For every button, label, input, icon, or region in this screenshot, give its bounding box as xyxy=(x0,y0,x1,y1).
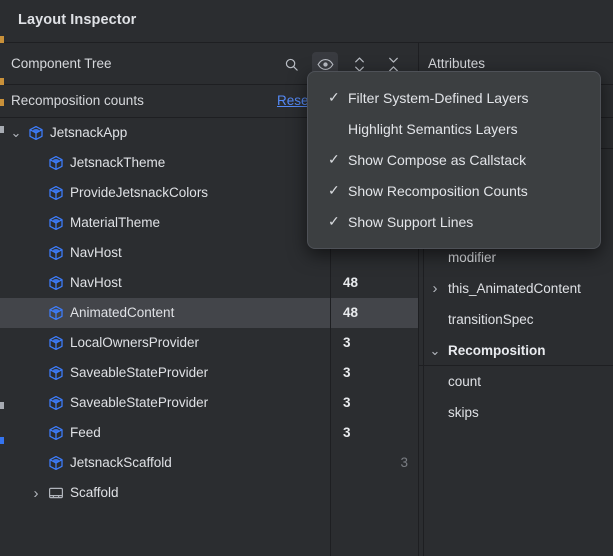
recomposition-count: 3 xyxy=(343,365,351,380)
attribute-row[interactable]: skips xyxy=(419,397,613,428)
menu-item-label: Show Compose as Callstack xyxy=(348,151,527,168)
compose-node-icon xyxy=(48,448,64,478)
reset-link[interactable]: Reset xyxy=(277,93,313,108)
main-panel-divider[interactable] xyxy=(418,118,419,556)
menu-item[interactable]: ✓ Show Support Lines xyxy=(308,206,600,237)
tree-row-label: NavHost xyxy=(70,245,122,260)
compose-node-icon xyxy=(48,298,64,328)
tree-row-label: JetsnackScaffold xyxy=(70,455,172,470)
attribute-row[interactable]: › this_AnimatedContent xyxy=(419,273,613,304)
gutter-marker xyxy=(0,36,4,43)
menu-item-label: Highlight Semantics Layers xyxy=(348,120,518,137)
check-icon: ✓ xyxy=(328,213,340,229)
attributes-indent-rule xyxy=(423,118,424,556)
tree-row[interactable]: Feed 3 xyxy=(0,418,418,448)
tree-row-label: Scaffold xyxy=(70,485,119,500)
compose-node-icon xyxy=(48,148,64,178)
recomposition-counts-label: Recomposition counts xyxy=(11,93,144,108)
check-icon: ✓ xyxy=(328,151,340,167)
tree-row-label: JetsnackApp xyxy=(50,125,128,140)
menu-item[interactable]: ✓ Show Compose as Callstack xyxy=(308,144,600,175)
tree-row[interactable]: SaveableStateProvider 3 xyxy=(0,358,418,388)
recomposition-count: 3 xyxy=(343,335,351,350)
gutter-marker xyxy=(0,126,4,133)
collapse-all-icon[interactable] xyxy=(380,52,406,76)
chevron-down-icon[interactable]: ⌄ xyxy=(10,125,22,140)
gutter-marker xyxy=(0,99,4,106)
tree-row-label: NavHost xyxy=(70,275,122,290)
page-title: Layout Inspector xyxy=(18,12,137,28)
tree-row[interactable]: ProvideJetsnackColors xyxy=(0,178,418,208)
header-divider xyxy=(418,43,419,85)
search-icon[interactable] xyxy=(278,52,304,76)
menu-item[interactable]: ✓ Show Recomposition Counts xyxy=(308,175,600,206)
attribute-label: count xyxy=(448,374,482,389)
chevron-right-icon[interactable]: › xyxy=(432,280,438,297)
menu-item-label: Show Recomposition Counts xyxy=(348,182,528,199)
tree-row-label: MaterialTheme xyxy=(70,215,161,230)
attribute-row[interactable]: modifier xyxy=(419,242,613,273)
gutter-marker xyxy=(0,437,4,444)
compose-node-icon xyxy=(48,418,64,448)
attributes-header: Attributes xyxy=(428,56,486,71)
tree-row-label: AnimatedContent xyxy=(70,305,175,320)
gutter-marker xyxy=(0,402,4,409)
menu-item[interactable]: Highlight Semantics Layers xyxy=(308,113,600,144)
recomposition-count: 3 xyxy=(400,455,408,470)
tree-row[interactable]: MaterialTheme xyxy=(0,208,418,238)
check-icon: ✓ xyxy=(328,89,340,105)
tree-row[interactable]: SaveableStateProvider 3 xyxy=(0,388,418,418)
tree-row[interactable]: AnimatedContent 48 xyxy=(0,298,418,328)
recomposition-count: 48 xyxy=(343,305,359,320)
tree-row-label: JetsnackTheme xyxy=(70,155,166,170)
tree-row[interactable]: JetsnackTheme xyxy=(0,148,418,178)
tree-row-label: Feed xyxy=(70,425,101,440)
recomposition-count: 3 xyxy=(343,395,351,410)
compose-node-icon xyxy=(48,178,64,208)
attribute-row[interactable]: transitionSpec xyxy=(419,304,613,335)
check-icon: ✓ xyxy=(328,182,340,198)
gutter-marker xyxy=(0,78,4,85)
attribute-label: Recomposition xyxy=(448,343,546,358)
attribute-label: modifier xyxy=(448,250,497,265)
attribute-group-row[interactable]: ⌄ Recomposition xyxy=(419,335,613,366)
counts-column-divider xyxy=(330,118,331,556)
expand-all-icon[interactable] xyxy=(346,52,372,76)
layout-frame-icon xyxy=(48,478,64,508)
compose-node-icon xyxy=(48,268,64,298)
tree-row[interactable]: ⌄ JetsnackApp xyxy=(0,118,418,148)
recomposition-count: 48 xyxy=(343,275,359,290)
tree-row[interactable]: NavHost xyxy=(0,238,418,268)
gutter-markers xyxy=(0,0,4,556)
compose-node-icon xyxy=(48,208,64,238)
compose-node-icon xyxy=(28,118,44,148)
menu-item[interactable]: ✓ Filter System-Defined Layers xyxy=(308,82,600,113)
tool-window-titlebar: Layout Inspector xyxy=(0,0,613,43)
tree-row-label: LocalOwnersProvider xyxy=(70,335,200,350)
tree-row[interactable]: › Scaffold xyxy=(0,478,418,508)
recomposition-count: 3 xyxy=(343,425,351,440)
tree-row[interactable]: JetsnackScaffold 3 xyxy=(0,448,418,478)
compose-node-icon xyxy=(48,328,64,358)
chevron-down-icon[interactable]: ⌄ xyxy=(429,342,441,358)
tree-row[interactable]: NavHost 48 xyxy=(0,268,418,298)
attribute-row[interactable]: count xyxy=(419,366,613,397)
tree-row-label: SaveableStateProvider xyxy=(70,395,209,410)
menu-item-label: Show Support Lines xyxy=(348,213,474,230)
menu-item-label: Filter System-Defined Layers xyxy=(348,89,529,106)
compose-node-icon xyxy=(48,238,64,268)
tree-row-label: SaveableStateProvider xyxy=(70,365,209,380)
chevron-right-icon[interactable]: › xyxy=(33,484,39,502)
compose-node-icon xyxy=(48,358,64,388)
compose-node-icon xyxy=(48,388,64,418)
panel-header-row: Component Tree Attributes xyxy=(0,43,613,85)
attribute-label: this_AnimatedContent xyxy=(448,281,581,296)
attribute-label: transitionSpec xyxy=(448,312,534,327)
tree-row[interactable]: LocalOwnersProvider 3 xyxy=(0,328,418,358)
attribute-label: skips xyxy=(448,405,479,420)
tree-row-label: ProvideJetsnackColors xyxy=(70,185,209,200)
component-tree-header: Component Tree xyxy=(11,56,112,71)
